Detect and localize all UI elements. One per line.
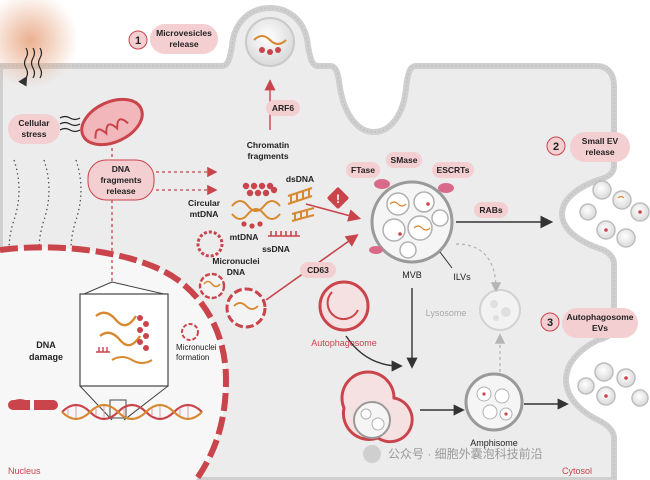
mvb-to-lysosome-arrow bbox=[455, 243, 502, 293]
release-paths bbox=[111, 148, 218, 282]
circular-line1: Circular bbox=[188, 198, 221, 208]
step-1-number: 1 bbox=[135, 35, 141, 47]
ilvs-text: ILVs bbox=[453, 272, 471, 282]
fusion-vesicle bbox=[340, 370, 414, 444]
mtdna-helix-icon bbox=[231, 200, 281, 220]
circular-mtdna-icon bbox=[196, 230, 224, 258]
step-2-number: 2 bbox=[553, 141, 559, 153]
step-3-number: 3 bbox=[547, 317, 553, 329]
mtdna-beads bbox=[241, 221, 263, 229]
cytosol-text: Cytosol bbox=[562, 466, 592, 476]
cd63-text: CD63 bbox=[307, 265, 329, 275]
autophagosome-evs bbox=[577, 362, 649, 407]
chromatin-line2: fragments bbox=[247, 151, 288, 161]
chromosome-icon bbox=[8, 398, 58, 412]
fragments-to-mvb-arrow bbox=[305, 203, 362, 222]
ftase-label: FTase bbox=[346, 162, 380, 178]
ssdna-text: ssDNA bbox=[262, 244, 290, 254]
step-2-line1: Small EV bbox=[582, 136, 619, 146]
dna-fragments-release-label: DNA fragments release bbox=[87, 159, 155, 201]
mvb bbox=[369, 179, 454, 264]
dna-damage-line2: damage bbox=[29, 352, 63, 362]
micronuclei-formation-line1: Micronuclei bbox=[176, 343, 217, 352]
amphisome bbox=[464, 372, 524, 432]
dsdna-text: dsDNA bbox=[286, 174, 314, 184]
step-2-line2: release bbox=[585, 147, 615, 157]
zoom-box bbox=[79, 281, 169, 421]
ssdna-icon bbox=[268, 231, 300, 237]
cellular-stress-line1: Cellular bbox=[18, 118, 50, 128]
arf6-text: ARF6 bbox=[272, 103, 294, 113]
micronuclei-formation-icon bbox=[181, 323, 199, 341]
watermark: 公众号 · 细胞外囊泡科技前沿 bbox=[363, 445, 543, 463]
cellular-stress-line2: stress bbox=[21, 129, 46, 139]
cd63-label: CD63 bbox=[300, 262, 336, 278]
dna-fragments-line1: DNA bbox=[112, 164, 130, 174]
small-evs bbox=[579, 180, 650, 248]
micronuclei-line2: DNA bbox=[227, 267, 245, 277]
micronuclei-dna-icon bbox=[198, 272, 226, 300]
step-3-line1: Autophagosome bbox=[566, 312, 633, 322]
dna-fragments-line2: fragments bbox=[100, 175, 141, 185]
arf6-label: ARF6 bbox=[266, 100, 300, 116]
autophagosome bbox=[318, 280, 370, 332]
micronucleus-icon bbox=[225, 287, 267, 329]
stress-glow bbox=[0, 0, 78, 88]
dna-fragments-line3: release bbox=[106, 186, 136, 196]
amphisome-text: Amphisome bbox=[470, 438, 518, 448]
smase-label: SMase bbox=[386, 152, 422, 168]
mvb-text: MVB bbox=[402, 270, 422, 280]
autophagosome-to-fusion-arrow bbox=[345, 335, 403, 372]
rabs-label: RABs bbox=[474, 202, 508, 218]
svg-text:!: ! bbox=[336, 192, 340, 206]
smase-text: SMase bbox=[391, 155, 418, 165]
step-2-label: 2 Small EV release bbox=[546, 132, 630, 162]
mtdna-text: mtDNA bbox=[230, 232, 259, 242]
step-3-label: 3 Autophagosome EVs bbox=[540, 308, 638, 338]
lysosome bbox=[479, 289, 521, 331]
dsdna-icon bbox=[287, 187, 315, 222]
escrts-text: ESCRTs bbox=[437, 165, 470, 175]
rabs-text: RABs bbox=[479, 205, 502, 215]
step-1-label: 1 Microvesicles release bbox=[128, 24, 218, 54]
warning-icon: ! bbox=[327, 187, 349, 209]
dna-damage-line1: DNA bbox=[36, 340, 56, 350]
step-3-line2: EVs bbox=[592, 323, 608, 333]
dna-helix-icon bbox=[61, 403, 203, 421]
circular-line2: mtDNA bbox=[190, 209, 219, 219]
autophagosome-text: Autophagosome bbox=[311, 338, 377, 348]
chromatin-line1: Chromatin bbox=[247, 140, 290, 150]
ilvs-pointer bbox=[439, 251, 453, 269]
nucleus-text: Nucleus bbox=[8, 466, 41, 476]
step-1-line2: release bbox=[169, 39, 199, 49]
cellular-stress-label: Cellular stress bbox=[8, 114, 60, 144]
micronuclei-formation-line2: formation bbox=[176, 353, 209, 362]
step-1-line1: Microvesicles bbox=[156, 28, 212, 38]
lysosome-text: Lysosome bbox=[426, 308, 467, 318]
chromatin-beads bbox=[242, 182, 278, 197]
micronuclei-line1: Micronuclei bbox=[212, 256, 259, 266]
ftase-text: FTase bbox=[351, 165, 375, 175]
watermark-text: 公众号 · 细胞外囊泡科技前沿 bbox=[388, 446, 543, 461]
escrts-label: ESCRTs bbox=[432, 162, 474, 178]
microvesicle bbox=[245, 17, 295, 67]
mitochondrion-icon bbox=[80, 97, 144, 147]
stress-arrows bbox=[18, 47, 81, 133]
